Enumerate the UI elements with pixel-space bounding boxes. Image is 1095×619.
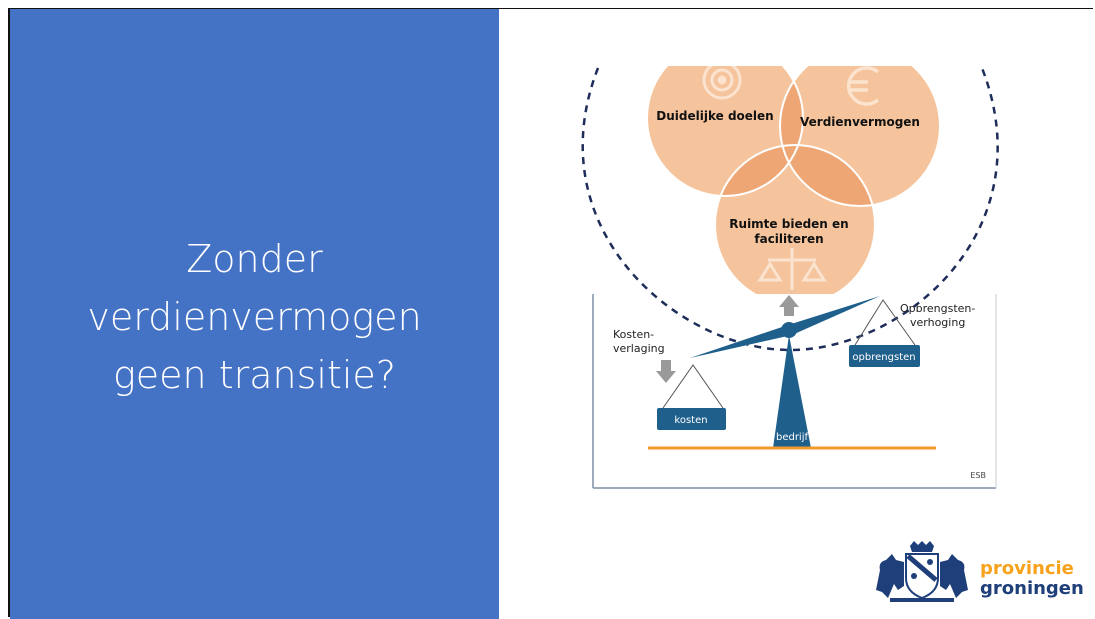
scale-pedestal: [773, 335, 811, 448]
province-logo: [876, 541, 968, 602]
province-name: provincie groningen: [980, 559, 1084, 599]
label-goals: Duidelijke doelen: [656, 109, 773, 123]
balance-icon: [757, 248, 827, 290]
slide-title: Zonder verdienvermogen geen transitie?: [10, 230, 499, 404]
title-line-1: Zonder: [186, 237, 323, 281]
revenue-pan: opbrengsten: [849, 299, 920, 367]
title-line-3: geen transitie?: [113, 353, 396, 397]
coat-of-arms-icon: [876, 541, 968, 602]
title-panel: [10, 9, 499, 619]
cost-pan: kosten: [657, 364, 726, 430]
label-source: ESB: [970, 471, 986, 480]
province-name-line-2: groningen: [980, 578, 1084, 599]
cost-box: [657, 408, 726, 430]
cost-box-label: kosten: [674, 415, 707, 426]
label-revenue-increase-1: Opbrengsten-: [900, 302, 975, 315]
label-space-2: faciliteren: [754, 232, 823, 246]
title-line-2: verdienvermogen: [87, 295, 422, 339]
venn-circles: Duidelijke doelen Verdienvermogen Ruimte…: [646, 66, 941, 294]
label-cost-reduction-2: verlaging: [613, 342, 665, 355]
province-name-line-1: provincie: [980, 558, 1074, 579]
revenue-box-label: opbrengsten: [852, 352, 915, 363]
up-arrow-icon: [779, 295, 799, 316]
target-icon: [702, 66, 742, 100]
label-cost-reduction-1: Kosten-: [613, 328, 654, 341]
down-arrow-icon: [656, 360, 676, 383]
revenue-box: [849, 345, 920, 367]
earning-capacity-diagram: Duidelijke doelen Verdienvermogen Ruimte…: [581, 66, 999, 489]
label-earning: Verdienvermogen: [800, 115, 920, 129]
label-company: bedrijf: [776, 432, 809, 443]
scale-pivot: [781, 322, 797, 338]
label-revenue-increase-2: verhoging: [910, 316, 965, 329]
euro-icon: [847, 66, 880, 106]
label-space-1: Ruimte bieden en: [729, 217, 848, 231]
